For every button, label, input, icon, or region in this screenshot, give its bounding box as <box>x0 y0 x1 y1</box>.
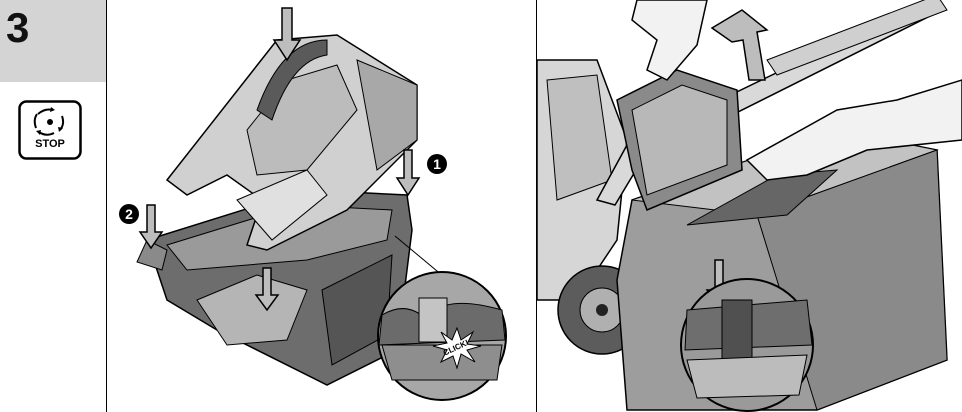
divider-left <box>106 0 107 412</box>
discharge-flap <box>616 69 743 211</box>
grass-box-cover <box>165 34 418 251</box>
zoom-leader-line <box>394 235 444 277</box>
hook-detail-magnifier <box>680 278 814 412</box>
callout-2: 2 <box>119 204 139 224</box>
hands <box>631 0 962 181</box>
stop-badge: STOP <box>18 100 82 160</box>
rotating-blade-stop-icon <box>18 100 82 160</box>
lift-arrow-icon <box>710 9 769 81</box>
callout-2-label: 2 <box>125 206 133 222</box>
step-number: 3 <box>6 4 30 51</box>
mower-mounting-illustration <box>537 0 962 412</box>
latch-detail-magnifier: CLICK! <box>377 271 507 401</box>
stop-label: STOP <box>35 138 65 150</box>
push-down-arrows <box>138 7 421 312</box>
callout-1-label: 1 <box>433 156 441 172</box>
sidebar: 3 STOP <box>0 0 106 412</box>
callout-1: 1 <box>427 154 447 174</box>
step-box: 3 <box>0 0 106 82</box>
grass-box-assembly-illustration: 1 2 CLICK! <box>107 0 536 412</box>
